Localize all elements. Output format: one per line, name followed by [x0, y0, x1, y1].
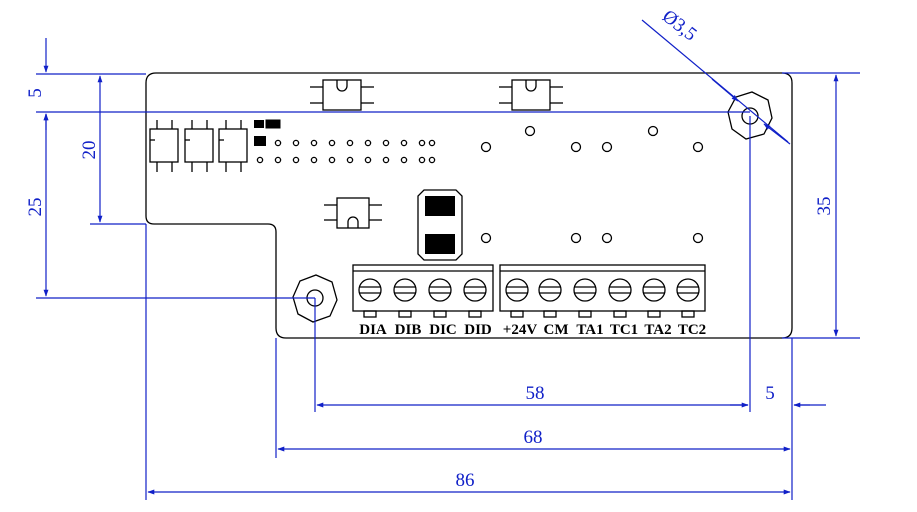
- dim-mid-height: 20: [79, 141, 100, 160]
- dim-left-height: 25: [25, 198, 46, 217]
- dim-total-height: 35: [814, 197, 835, 216]
- terminal-label-tc1: TC1: [610, 322, 638, 338]
- extension-lines: [36, 72, 860, 500]
- dim-right-offset: 5: [765, 383, 775, 404]
- terminal-labels: DIA DIB DIC DID +24V CM TA1 TC1 TA2 TC2: [359, 322, 706, 338]
- smd-component-top-2: [499, 79, 563, 111]
- smd-component-mid: [324, 197, 382, 229]
- relay-holes: [480, 125, 704, 244]
- terminal-label-ta2: TA2: [644, 322, 671, 338]
- dim-top-offset: 5: [25, 88, 46, 98]
- terminal-label-ta1: TA1: [576, 322, 603, 338]
- terminal-block-right: [499, 264, 706, 318]
- dim-lower-width: 68: [524, 427, 543, 448]
- smd-component-top-1: [310, 79, 374, 111]
- board-outline: [145, 72, 793, 339]
- dim-hole-spacing: 58: [526, 383, 545, 404]
- terminal-label-dia: DIA: [359, 322, 387, 338]
- left-component-array: [149, 120, 248, 172]
- terminal-label-cm: CM: [544, 322, 569, 338]
- pin-header-rows: [256, 139, 436, 164]
- dim-total-width: 86: [456, 470, 475, 491]
- terminal-label-dic: DIC: [429, 322, 457, 338]
- hole-diameter-leader: [641, 19, 791, 145]
- terminal-label-tc2: TC2: [678, 322, 706, 338]
- dimension-lines-horizontal: [147, 402, 826, 495]
- dimension-lines-vertical: [43, 38, 839, 337]
- terminal-block-left: [352, 264, 494, 318]
- terminal-label-did: DID: [464, 322, 492, 338]
- terminal-label-dib: DIB: [395, 322, 422, 338]
- fuse-component: [417, 189, 463, 261]
- black-pad-markers: [254, 119, 281, 146]
- terminal-label-24v: +24V: [503, 322, 538, 338]
